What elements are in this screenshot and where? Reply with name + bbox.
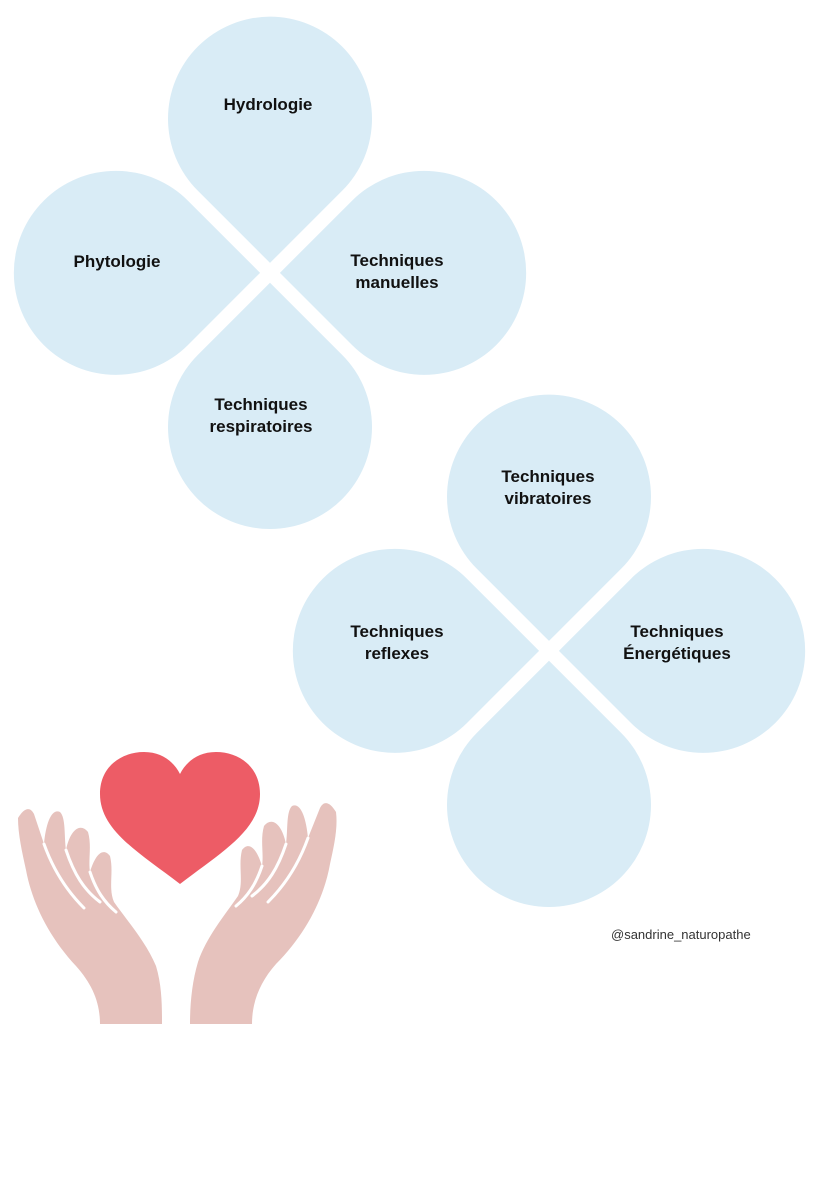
author-handle: @sandrine_naturopathe: [611, 927, 751, 942]
label-techniques-vibratoires: Techniques vibratoires: [501, 467, 595, 508]
finger-lines: [42, 836, 310, 914]
hands-holding-heart-icon: [18, 752, 337, 1024]
heart-icon: [100, 752, 260, 884]
label-phytologie: Phytologie: [73, 252, 161, 271]
label-techniques-reflexes: Techniques reflexes: [350, 622, 444, 663]
label-techniques-energetiques: Techniques Énergétiques: [623, 622, 731, 663]
left-hand-icon: [18, 809, 162, 1024]
label-hydrologie: Hydrologie: [223, 95, 313, 114]
label-techniques-manuelles: Techniques manuelles: [350, 251, 444, 292]
label-techniques-respiratoires: Techniques respiratoires: [209, 395, 313, 436]
